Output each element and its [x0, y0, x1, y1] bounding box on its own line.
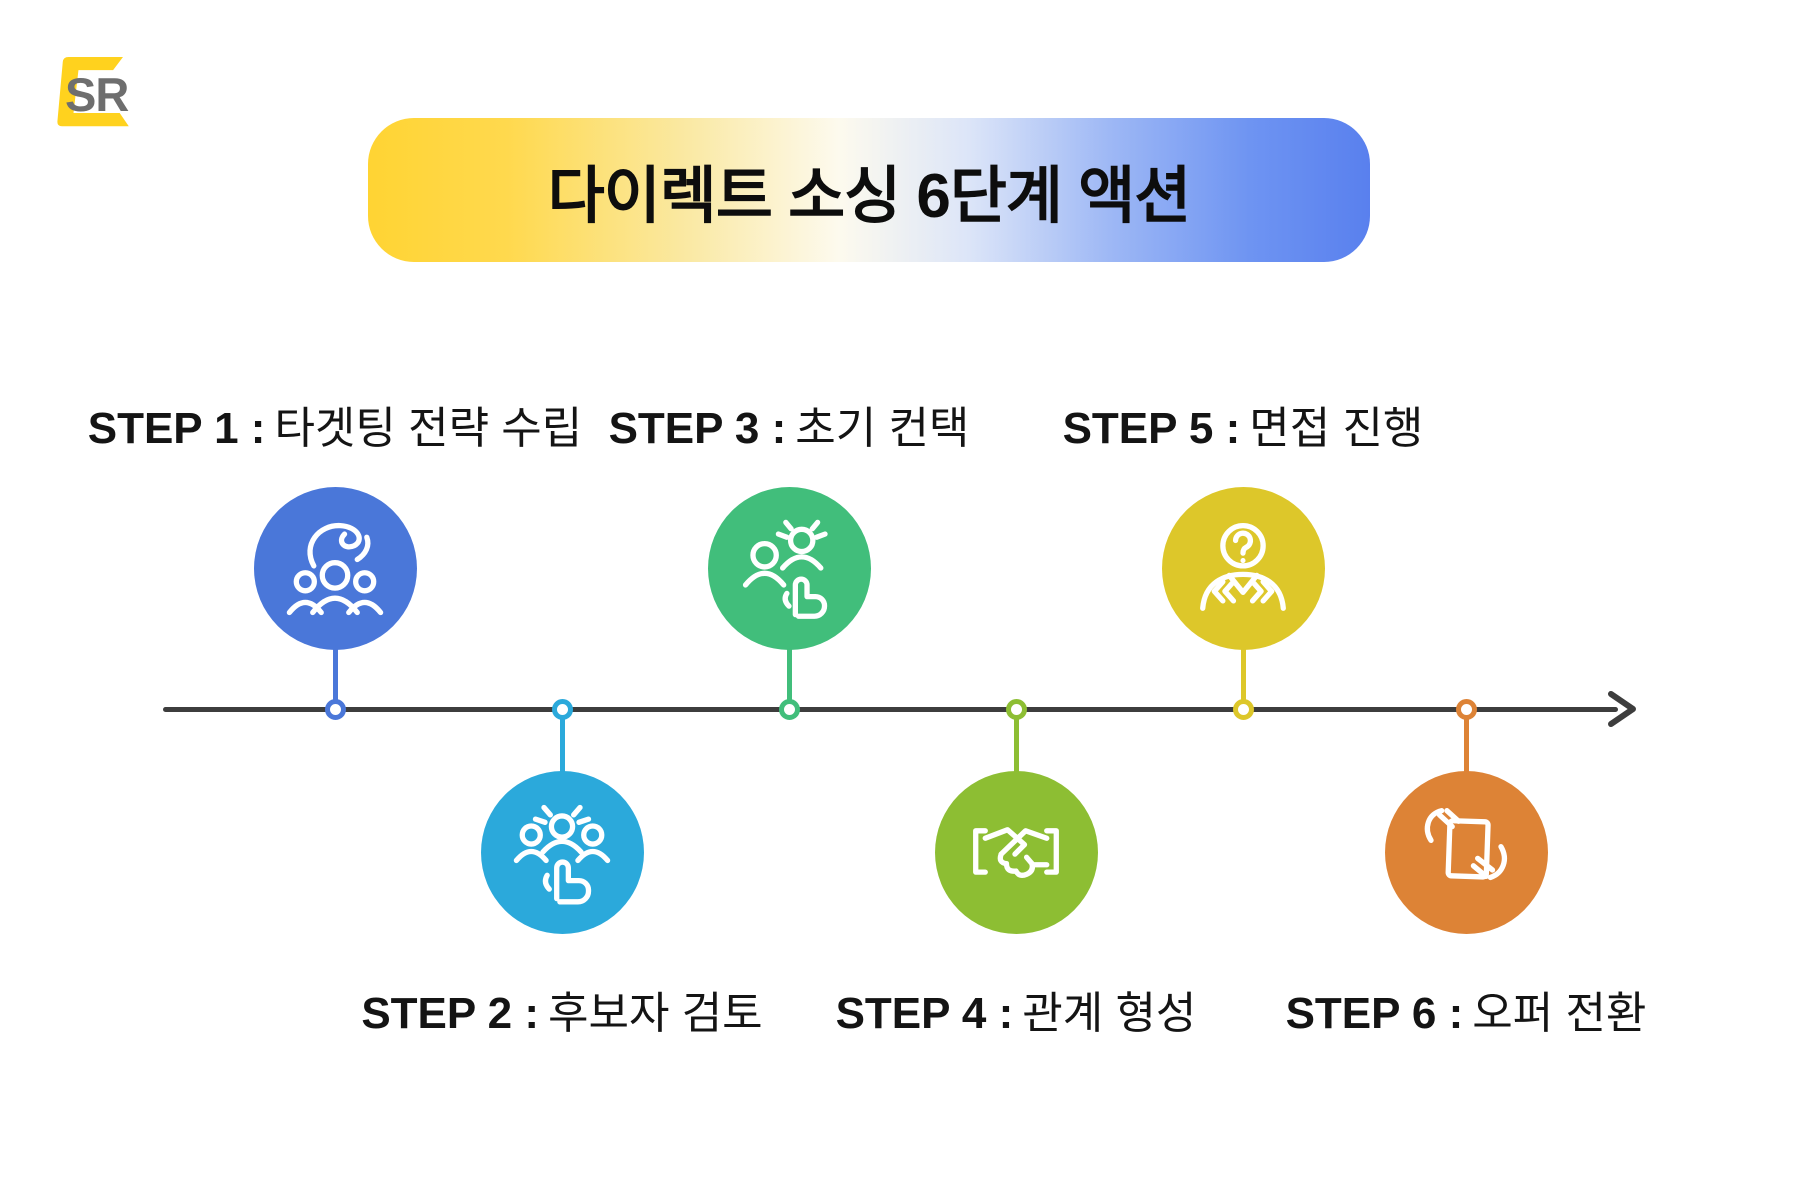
sr-logo: SR	[46, 52, 156, 142]
step-6-connector	[1463, 709, 1469, 773]
step-2-circle	[480, 770, 644, 934]
handshake-icon	[973, 827, 1059, 878]
interview-icon	[1200, 522, 1286, 611]
logo-text: SR	[65, 68, 129, 121]
sr-logo-bracket-icon	[57, 56, 129, 127]
candidate-review-icon	[513, 804, 611, 905]
step-6-circle	[1384, 770, 1548, 934]
offer-document-icon	[1424, 808, 1507, 881]
step-1-connector	[332, 648, 338, 710]
page-title: 다이렉트 소싱 6단계 액션	[547, 162, 1192, 231]
step-5-label: STEP 5 :면접 진행	[1062, 404, 1424, 453]
step-5-connector	[1240, 648, 1246, 710]
timeline-arrow-icon	[1608, 691, 1636, 727]
step-2-label: STEP 2 :후보자 검토	[361, 989, 763, 1038]
timeline-line	[163, 707, 1618, 712]
step-3-circle	[707, 486, 871, 650]
step-6-label: STEP 6 :오퍼 전환	[1285, 989, 1647, 1038]
step-5-circle	[1161, 486, 1325, 650]
step-4-label: STEP 4 :관계 형성	[835, 989, 1197, 1038]
step-3-connector	[786, 648, 792, 710]
talent-targeting-icon	[286, 522, 384, 616]
step-4-circle	[934, 770, 1098, 934]
step-2-connector	[559, 709, 565, 773]
title-banner: 다이렉트 소싱 6단계 액션	[368, 118, 1370, 262]
step-3-label: STEP 3 :초기 컨택	[608, 404, 970, 453]
step-1-circle	[253, 486, 417, 650]
initial-contact-icon	[742, 519, 828, 619]
step-1-label: STEP 1 :타겟팅 전략 수립	[87, 404, 583, 453]
step-4-connector	[1013, 709, 1019, 773]
